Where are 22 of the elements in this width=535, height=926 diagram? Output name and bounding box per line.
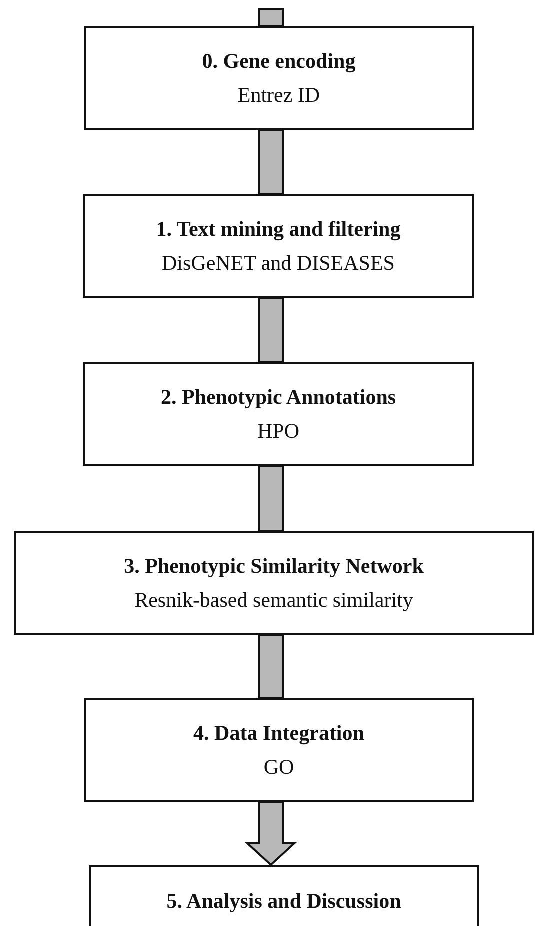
step-source: DisGeNET and DISEASES bbox=[162, 251, 395, 275]
block-arrow bbox=[244, 801, 298, 866]
block-arrow bbox=[258, 634, 284, 699]
step-title: 3. Phenotypic Similarity Network bbox=[124, 554, 424, 578]
process-box bbox=[14, 531, 534, 635]
step-source: HPO bbox=[257, 419, 300, 443]
step-source: GO bbox=[264, 755, 294, 779]
block-arrow bbox=[258, 8, 284, 27]
block-arrow bbox=[258, 129, 284, 195]
step-title: 1. Text mining and filtering bbox=[156, 217, 401, 241]
block-arrow bbox=[258, 297, 284, 363]
process-box bbox=[83, 194, 474, 298]
process-box bbox=[84, 26, 474, 130]
step-title: 2. Phenotypic Annotations bbox=[160, 385, 396, 409]
step-title: 4. Data Integration bbox=[194, 721, 364, 745]
step-title: 5. Analysis and Discussion bbox=[166, 889, 402, 913]
step-source: Entrez ID bbox=[238, 83, 320, 107]
step-title: 0. Gene encoding bbox=[202, 49, 356, 73]
step-source: Resnik-based semantic similarity bbox=[134, 588, 414, 612]
process-box bbox=[83, 362, 474, 466]
process-box bbox=[84, 698, 474, 802]
block-arrow bbox=[258, 465, 284, 532]
